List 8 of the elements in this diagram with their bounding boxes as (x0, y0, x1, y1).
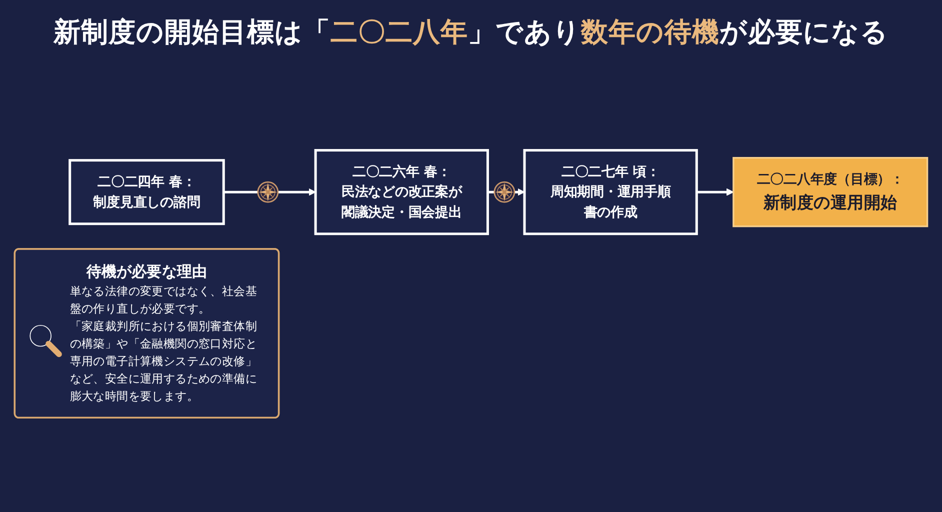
node-box: 二〇二七年 頃： 周知期間・運用手順書の作成 (523, 149, 698, 236)
title: 新制度の開始目標は「二〇二八年」であり数年の待機が必要になる (52, 16, 890, 50)
arrow (224, 188, 316, 196)
node-box: 二〇二六年 春： 民法などの改正案が閣議決定・国会提出 (314, 149, 489, 236)
arrow (488, 188, 525, 196)
node-box: 二〇二八年度（目標）： 新制度の運用開始 (732, 156, 928, 228)
arrow (696, 188, 734, 196)
node-box: 二〇二四年 春： 制度見直しの諮問 (68, 159, 225, 226)
